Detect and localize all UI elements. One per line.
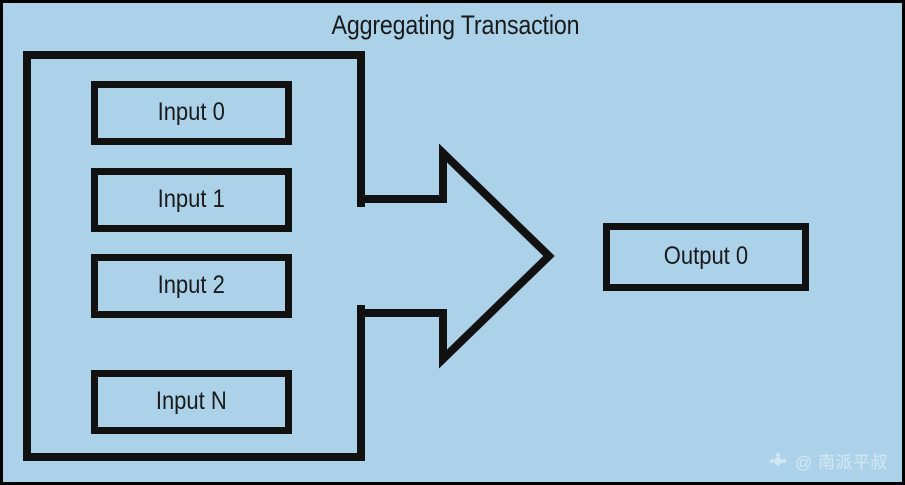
input-box-1-label: Input 1 (157, 185, 226, 213)
aggregation-arrow-icon (365, 143, 555, 369)
watermark: @ 南派平叔 (768, 448, 888, 473)
input-box-n-label: Input N (156, 387, 227, 415)
page-title: Aggregating Transaction (331, 10, 580, 40)
input-box-2: Input 2 (91, 254, 292, 318)
watermark-handle: @ 南派平叔 (795, 453, 888, 472)
input-box-0-label: Input 0 (157, 98, 226, 126)
output-box-0: Output 0 (603, 223, 809, 291)
input-box-0: Input 0 (91, 81, 292, 145)
container-right-edge-upper (357, 51, 365, 207)
container-top-edge (23, 51, 365, 59)
input-box-1: Input 1 (91, 168, 292, 232)
aggregating-transaction-container (23, 51, 365, 461)
container-left-edge (23, 51, 31, 461)
container-bottom-edge (23, 453, 365, 461)
input-box-n: Input N (91, 370, 292, 434)
output-box-0-label: Output 0 (663, 242, 749, 270)
arrow-outline-path (365, 143, 555, 369)
container-right-edge-lower (357, 305, 365, 461)
input-box-2-label: Input 2 (157, 271, 226, 299)
diamond-logo-icon (769, 451, 787, 466)
